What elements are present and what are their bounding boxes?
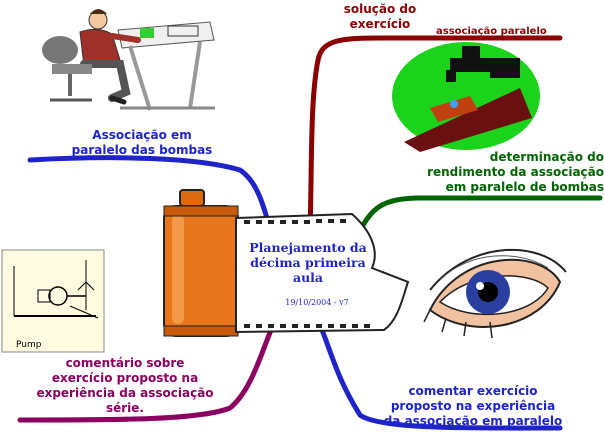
branch-line-bottom-right bbox=[319, 327, 563, 431]
branch-label-bottom-right: comentar exercício proposto na experiênc… bbox=[378, 384, 568, 429]
branch-label-bottom-left-line-2: exercício proposto na bbox=[51, 371, 199, 385]
branch-label-bottom-left-line-1: comentário sobre bbox=[65, 356, 185, 370]
center-title-line-3: aula bbox=[292, 270, 324, 285]
center-title-line-1: Planejamento da bbox=[249, 240, 367, 255]
branch-line-right bbox=[357, 195, 603, 233]
branch-label-right: determinação do rendimento da associação… bbox=[418, 150, 604, 195]
pump-diagram bbox=[1, 249, 105, 353]
branch-label-right-line-3: em paralelo de bombas bbox=[445, 180, 604, 194]
faucet-water-illustration bbox=[392, 42, 540, 152]
branch-label-right-line-1: determinação do bbox=[489, 150, 604, 164]
center-title: Planejamento da décima primeira aula bbox=[248, 240, 368, 285]
branch-line-top-left bbox=[27, 155, 271, 225]
branch-line-bottom-left bbox=[17, 325, 275, 423]
film-strip bbox=[235, 212, 410, 334]
branch-label-bottom-right-line-3: da associação em paralelo bbox=[383, 414, 563, 428]
branch-label-bottom-left-line-4: série. bbox=[105, 401, 144, 415]
branch-label-top-left: Associação em paralelo das bombas bbox=[52, 128, 232, 158]
branch-label-top-left-line-2: paralelo das bombas bbox=[71, 143, 213, 157]
branch-label-bottom-left: comentário sobre exercício proposto na e… bbox=[30, 356, 220, 416]
film-canister bbox=[163, 189, 239, 337]
branch-label-top-right: solução do exercício bbox=[330, 2, 430, 32]
branch-label-top-right-line-1: solução do bbox=[343, 2, 417, 16]
eye-illustration bbox=[423, 248, 567, 339]
branch-label-top-left-line-1: Associação em bbox=[92, 128, 192, 142]
center-title-line-2: décima primeira bbox=[250, 255, 366, 270]
center-date: 19/10/2004 - v7 bbox=[285, 298, 349, 307]
branch-label-top-right-line-2: exercício bbox=[349, 17, 411, 31]
branch-line-top-right bbox=[307, 35, 563, 233]
drafting-person-illustration bbox=[42, 9, 215, 111]
branch-sub-label-associacao-paralelo: associação paralelo bbox=[436, 26, 547, 37]
pump-diagram-label: Pump bbox=[16, 340, 42, 350]
branch-label-bottom-right-line-2: proposto na experiência bbox=[390, 399, 556, 413]
branch-label-bottom-left-line-3: experiência da associação bbox=[36, 386, 214, 400]
branch-label-right-line-2: rendimento da associação bbox=[427, 165, 604, 179]
branch-label-bottom-right-line-1: comentar exercício bbox=[408, 384, 538, 398]
